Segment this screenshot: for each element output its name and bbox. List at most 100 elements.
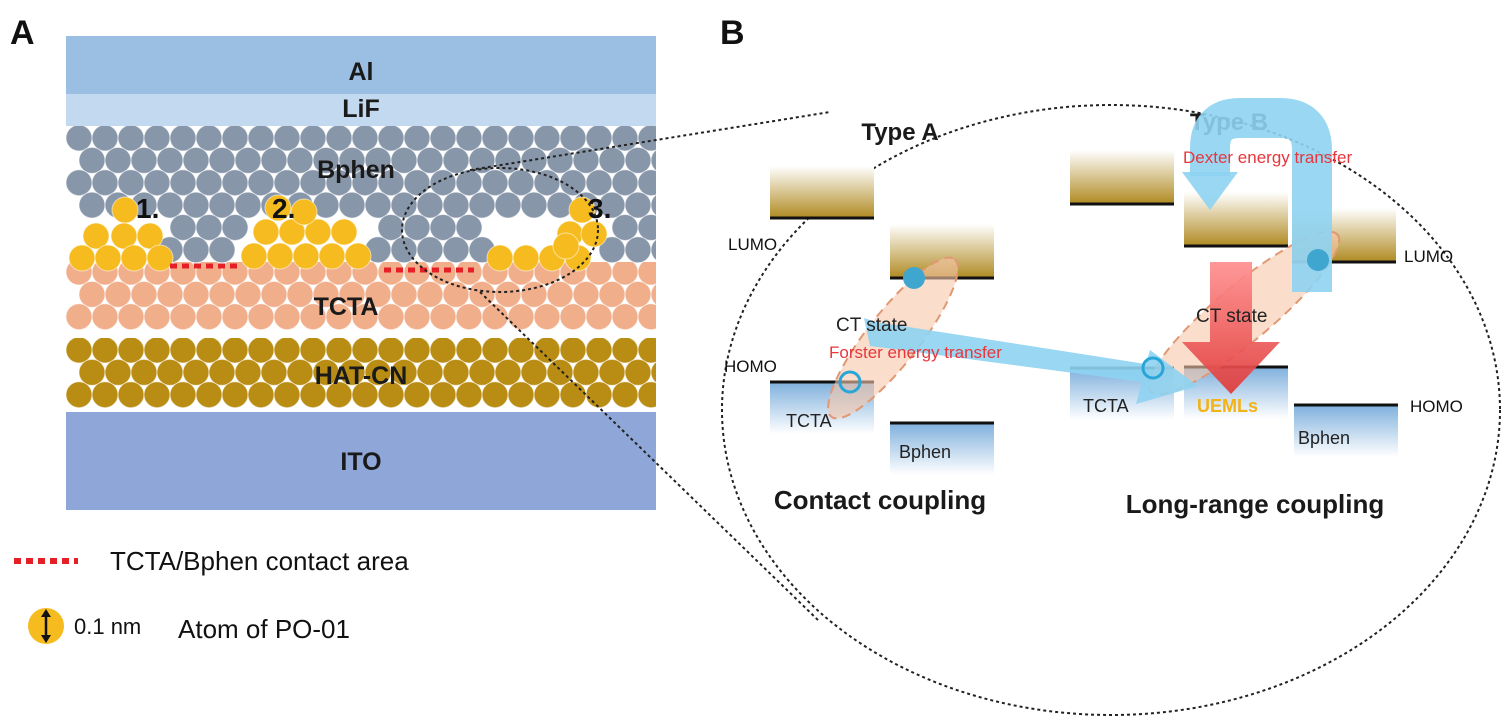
hatcn-atom [481, 338, 509, 364]
hatcn-atom [455, 381, 483, 409]
bphen-atom [91, 169, 119, 197]
bphen-atom [364, 191, 392, 219]
hatcn-atom [169, 338, 197, 364]
bphen-atom [91, 126, 119, 152]
type-a-homo-bphen [890, 423, 994, 475]
bphen-atom [455, 213, 483, 241]
hatcn-atom [533, 338, 561, 364]
legend-size-text: 0.1 nm [74, 614, 141, 639]
dexter-label: Dexter energy transfer [1183, 148, 1352, 167]
tcta-atom [494, 280, 522, 308]
hatcn-atom [442, 358, 470, 386]
po01-atom [318, 242, 346, 270]
type-b-lumo-mid [1184, 192, 1288, 246]
tcta-atom [572, 280, 600, 308]
hatcn-atom [143, 381, 171, 409]
ito-layer [66, 412, 656, 510]
lif-label: LiF [342, 95, 380, 123]
po01-atom [94, 244, 122, 272]
hole-b [1141, 356, 1165, 380]
long-range-coupling-label: Long-range coupling [1126, 489, 1385, 519]
bphen-atom [637, 126, 656, 152]
tcta-atom [533, 303, 561, 331]
ct-state-label-b: CT state [1196, 306, 1267, 327]
tcta-atom [208, 280, 236, 308]
bphen-atom [416, 146, 444, 174]
tcta-label-b: TCTA [1083, 396, 1129, 416]
hatcn-atom [494, 358, 522, 386]
forster-arrow [864, 318, 1198, 404]
tcta-atom [403, 303, 431, 331]
bphen-atom [143, 126, 171, 152]
bphen-atom [221, 213, 249, 241]
bphen-atom [377, 213, 405, 241]
bphen-atom [66, 169, 93, 197]
type-b-homo-bphen [1294, 405, 1398, 457]
bphen-atom [325, 126, 353, 152]
po01-atom [240, 242, 268, 270]
po01-atom [266, 242, 294, 270]
tcta-atom [390, 280, 418, 308]
hatcn-atom [546, 358, 574, 386]
bphen-atom [247, 126, 275, 152]
bphen-atom [403, 126, 431, 152]
bphen-atom [195, 126, 223, 152]
hatcn-atom [104, 358, 132, 386]
bphen-atom [195, 169, 223, 197]
bphen-atom [637, 169, 656, 197]
lumo-label-left: LUMO [728, 235, 777, 254]
bphen-atom [650, 238, 656, 261]
bphen-atom [130, 146, 158, 174]
po01-atoms [68, 194, 608, 272]
bphen-atom [169, 169, 197, 197]
tcta-atom [91, 303, 119, 331]
tcta-atom [104, 280, 132, 308]
tcta-atom [507, 303, 535, 331]
al-label: Al [349, 58, 374, 86]
bphen-atom [481, 126, 509, 152]
bphen-atom [442, 191, 470, 219]
hatcn-atom [637, 381, 656, 409]
bphen-atom [208, 191, 236, 219]
hatcn-atom [78, 358, 106, 386]
bphen-atom [338, 191, 366, 219]
hatcn-atom [247, 381, 275, 409]
bphen-atom [481, 169, 509, 197]
dexter-arrowhead [1182, 172, 1238, 210]
tcta-atom [416, 280, 444, 308]
bphen-atom [429, 126, 457, 152]
zoom-ellipse [401, 167, 599, 293]
tcta-atom [156, 280, 184, 308]
bphen-atom [273, 169, 301, 197]
bphen-atom [559, 126, 587, 152]
hatcn-atom [416, 358, 444, 386]
hatcn-atom [611, 381, 639, 409]
zoom-circle [721, 104, 1501, 716]
hatcn-atom [208, 358, 236, 386]
bphen-atom [533, 126, 561, 152]
tcta-atom [598, 280, 626, 308]
tcta-atom [130, 280, 158, 308]
bphen-atom [650, 149, 656, 172]
hole-a [838, 370, 862, 394]
hatcn-atom [195, 338, 223, 364]
bphen-atom [494, 191, 522, 219]
zoom-connector-top [469, 111, 831, 171]
bphen-atom [507, 126, 535, 152]
contact-coupling-label: Contact coupling [774, 485, 986, 515]
po01-atom [580, 220, 608, 248]
bphen-atom [624, 236, 652, 264]
hatcn-atom [637, 338, 656, 364]
bphen-atom [624, 146, 652, 174]
bphen-atom [429, 213, 457, 241]
bphen-atom [78, 191, 106, 219]
size-arrow-icon [41, 609, 51, 643]
tcta-atom [260, 280, 288, 308]
hatcn-atom [559, 338, 587, 364]
bphen-atom [624, 191, 652, 219]
legend-atom-text: Atom of PO-01 [178, 614, 350, 644]
bphen-label-b: Bphen [1298, 428, 1350, 448]
po01-atom [264, 194, 292, 222]
hatcn-atom [624, 358, 652, 386]
po01-atom [120, 244, 148, 272]
